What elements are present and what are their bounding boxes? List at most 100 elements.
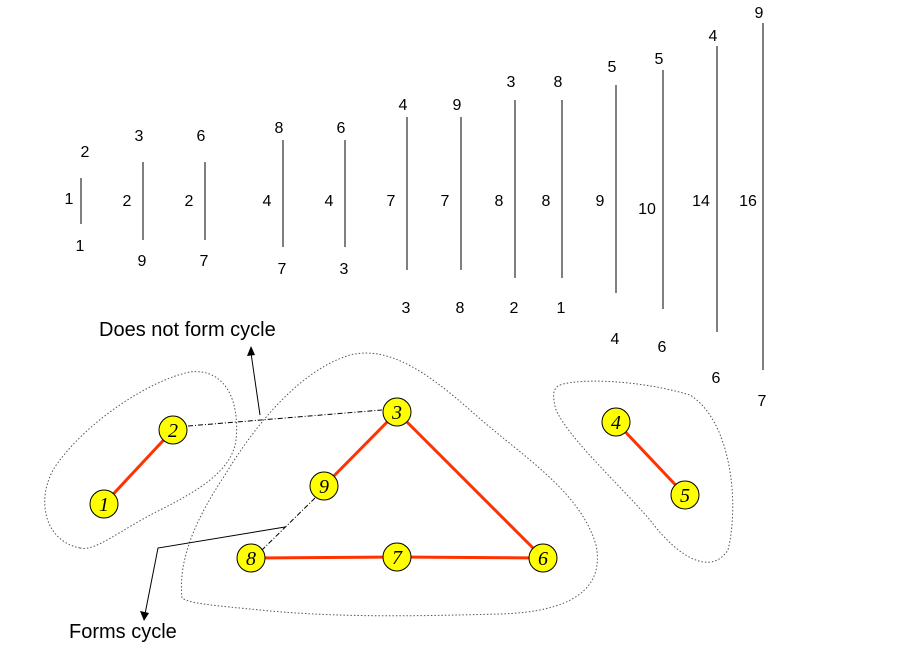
edge-weight: 16 (739, 193, 757, 210)
tree-edge-3-6 (395, 410, 545, 560)
tree-edge-4-5 (614, 420, 687, 497)
edge-to: 7 (200, 253, 209, 270)
edge-weight: 9 (596, 193, 605, 210)
node-label: 7 (392, 547, 403, 569)
edge-from: 6 (197, 128, 206, 145)
annotation-arrows (140, 346, 286, 621)
rejected-edge-9-8 (261, 497, 316, 551)
edge-to: 3 (402, 300, 411, 317)
edge-from: 6 (337, 120, 346, 137)
node-circle (382, 397, 412, 427)
edge-entry: 3 2 9 (123, 128, 147, 270)
no-cycle-arrow (250, 352, 261, 416)
edge-to: 7 (758, 393, 767, 410)
edge-weight: 10 (638, 201, 656, 218)
edge-from: 8 (554, 74, 563, 91)
edge-entry: 4 7 3 (387, 97, 411, 317)
component-outlines (44, 352, 734, 617)
edge-weight: 8 (542, 193, 551, 210)
node-circle (309, 471, 339, 501)
edge-entry: 9 7 8 (441, 97, 465, 317)
edge-weight: 14 (692, 193, 710, 210)
edge-entry: 2 1 1 (65, 144, 90, 255)
rejected-edges (187, 409, 383, 551)
edge-entry: 3 8 2 (495, 74, 519, 317)
node-label: 4 (611, 412, 621, 434)
edge-weight: 2 (185, 193, 194, 210)
graph-node: 6 (528, 543, 558, 573)
graph-node: 3 (382, 397, 412, 427)
tree-edge-1-2 (102, 428, 175, 506)
cycle-caption: Forms cycle (69, 621, 177, 643)
edge-entry: 8 4 7 (263, 120, 287, 278)
cycle-arrowhead (140, 611, 149, 621)
edge-weight: 4 (325, 193, 334, 210)
edge-from: 3 (507, 74, 516, 91)
edge-to: 1 (557, 300, 566, 317)
graph-node: 5 (670, 480, 700, 510)
rejected-edge-2-3 (187, 409, 383, 427)
graph-node: 2 (158, 415, 188, 445)
edge-entry: 8 8 1 (542, 74, 566, 317)
node-circle (158, 415, 188, 445)
no-cycle-arrowhead (247, 346, 255, 356)
edge-weight: 4 (263, 193, 272, 210)
node-circle (89, 489, 119, 519)
edge-from: 5 (655, 51, 664, 68)
graph-node: 8 (236, 543, 266, 573)
graph-node: 7 (382, 542, 412, 572)
edge-weight: 8 (495, 193, 504, 210)
node-label: 6 (538, 548, 548, 570)
edge-entry: 6 4 3 (325, 120, 349, 278)
edge-from: 3 (135, 128, 144, 145)
edge-to: 7 (278, 261, 287, 278)
edge-from: 5 (608, 59, 617, 76)
edge-weight: 7 (441, 193, 450, 210)
node-circle (382, 542, 412, 572)
edge-weight: 7 (387, 193, 396, 210)
tree-edges (102, 410, 687, 560)
edge-entry: 6 2 7 (185, 128, 209, 270)
tree-edge-7-6 (396, 555, 544, 560)
edge-from: 8 (275, 120, 284, 137)
edge-entry: 9 16 7 (739, 5, 766, 410)
edge-entry: 5 10 6 (638, 51, 666, 356)
node-circle (670, 480, 700, 510)
component-outline-right (553, 380, 734, 563)
edge-to: 9 (138, 253, 147, 270)
node-circle (236, 543, 266, 573)
no-cycle-caption: Does not form cycle (99, 319, 276, 341)
graph-node: 1 (89, 489, 119, 519)
node-label: 2 (168, 420, 178, 442)
node-label: 1 (99, 494, 109, 516)
cycle-arrow (144, 526, 286, 615)
edge-to: 2 (510, 300, 519, 317)
component-outline-left (44, 371, 238, 549)
edge-top-label: 2 (81, 144, 90, 161)
edge-from: 9 (755, 5, 764, 22)
edge-to: 3 (340, 261, 349, 278)
component-outline-middle (180, 352, 598, 617)
edge-to: 8 (456, 300, 465, 317)
graph-node: 4 (601, 407, 631, 437)
edge-to: 6 (712, 370, 721, 387)
node-label: 3 (391, 402, 402, 424)
edge-to: 4 (611, 331, 620, 348)
node-label: 8 (246, 548, 256, 570)
tree-edge-9-3 (322, 410, 399, 488)
node-circle (528, 543, 558, 573)
graph-nodes: 1 2 3 4 5 6 7 8 (89, 397, 700, 573)
edge-entry: 4 14 6 (692, 28, 720, 387)
edge-weight: 1 (65, 191, 74, 208)
edge-weight: 2 (123, 193, 132, 210)
sorted-edge-list: 2 1 1 3 2 9 6 2 7 8 4 7 6 4 (65, 5, 767, 410)
edge-to: 6 (658, 339, 667, 356)
node-label: 5 (680, 485, 690, 507)
edge-from: 4 (709, 28, 718, 45)
edge-entry: 5 9 4 (596, 59, 620, 348)
edge-from: 9 (453, 97, 462, 114)
node-circle (601, 407, 631, 437)
node-label: 9 (319, 476, 329, 498)
